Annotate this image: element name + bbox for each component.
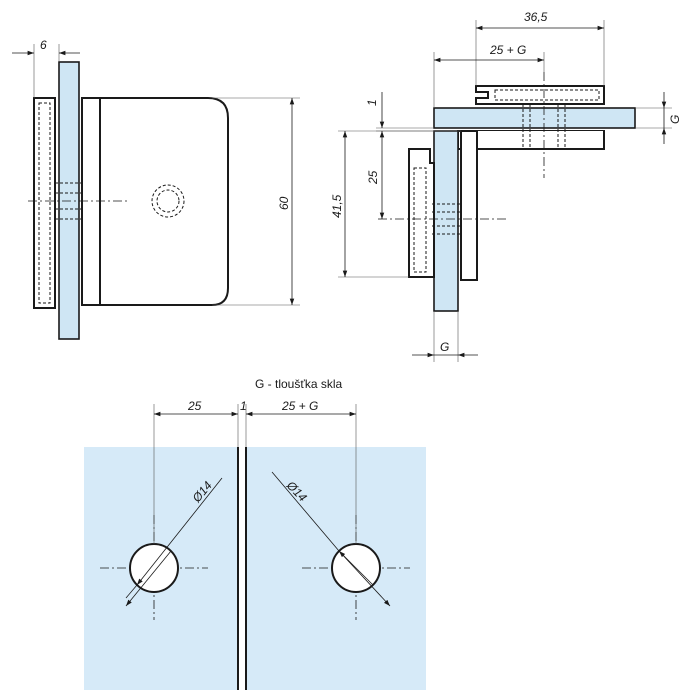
dim-bottom-glass: G [440,340,449,354]
dim-line [338,550,374,586]
dim-line [136,477,223,586]
corner-top-clamp-hidden [494,89,600,101]
dim-hole-right-offset: 25 + G [281,399,318,413]
corner-vertical-glass [433,130,459,312]
dim-line [271,471,340,552]
dim-top-center: 25 [366,170,380,185]
side-view: 6 60 [12,38,300,340]
corner-left-clamp-hidden [413,167,427,273]
side-hidden-bore [151,184,185,218]
dim-top-offset: 25 + G [489,43,526,57]
dim-hole-gap: 1 [240,399,247,413]
side-hinge-flange [81,97,101,306]
dim-hole-left-offset: 25 [187,399,202,413]
dim-line [338,550,391,607]
dim-top-left-height: 41,5 [330,194,344,218]
corner-view: 36,5 25 + G 1 G 41,5 25 G [330,10,682,362]
dim-top-gap: 1 [365,99,379,106]
side-hidden-bore-inner [156,189,180,213]
dim-side-thickness: 6 [40,38,47,52]
side-glass-panel [58,61,80,340]
dim-side-height: 60 [277,196,291,210]
corner-L-body [460,130,605,281]
dim-line [125,550,172,607]
glass-holes-view: Ø14 Ø14 25 1 25 + G [84,399,426,690]
side-back-plate [33,97,56,309]
legend-note: G - tloušťka skla [255,377,343,391]
dim-top-width: 36,5 [524,10,548,24]
side-back-plate-hidden-edge [38,102,51,304]
side-hinge-body [99,97,229,306]
corner-horizontal-glass [433,107,636,129]
dim-line [125,584,138,599]
dim-top-glass: G [668,115,682,124]
